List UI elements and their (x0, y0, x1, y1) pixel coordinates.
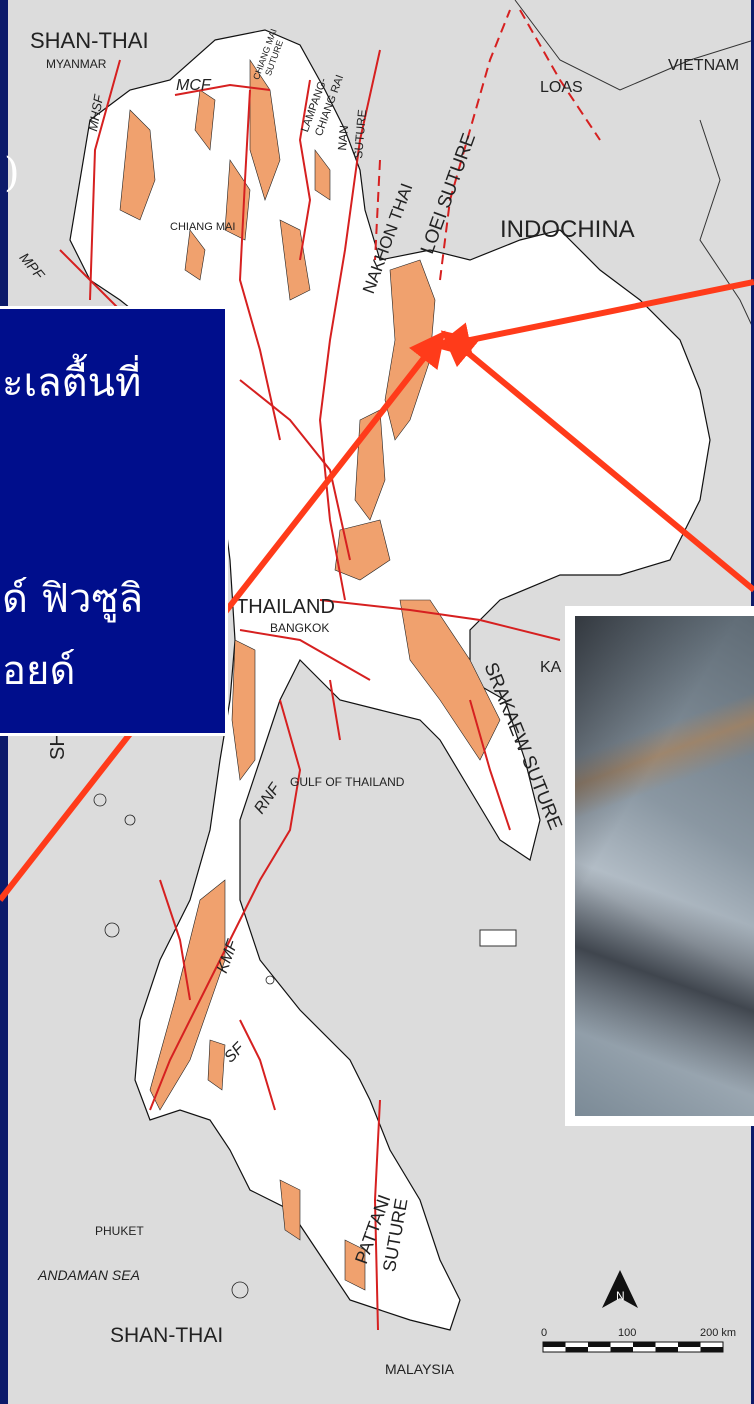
label-thailand: THAILAND (236, 596, 335, 618)
thai-text-line-1: ะเลตื้นที่ (2, 360, 142, 406)
scale-bar (542, 1341, 724, 1353)
label-myanmar: MYANMAR (46, 57, 107, 71)
label-vietnam: VIETNAM (668, 57, 740, 74)
fossil-photo-image (575, 616, 754, 1116)
thai-description-box: ะเลตื้นที่ ด์ ฟิวซูลิ อยด์ (0, 306, 228, 736)
border-laos-vietnam (514, 0, 754, 91)
label-gulf-of-thailand: GULF OF THAILAND (290, 775, 405, 789)
label-ka: KA (540, 659, 562, 676)
label-indochina: INDOCHINA (500, 216, 635, 243)
text-fragment: ) (4, 150, 20, 196)
label-bangkok: BANGKOK (270, 621, 330, 635)
fault-lines (59, 9, 601, 1331)
north-arrow-letter: N (616, 1289, 625, 1303)
label-shan-thai-north: SHAN-THAI (30, 28, 149, 53)
arrow-from-right (434, 279, 754, 358)
thai-text-line-3: อยด์ (2, 648, 76, 694)
scale-label-end: 200 km (700, 1327, 737, 1339)
border-vietnam (699, 119, 754, 331)
label-shan-thai-south: SHAN-THAI (110, 1324, 224, 1347)
label-malaysia: MALAYSIA (385, 1361, 454, 1377)
label-chiang-mai: CHIANG MAI (170, 221, 236, 233)
islands (93, 793, 275, 1299)
thai-text-line-2: ด์ ฟิวซูลิ (2, 576, 144, 622)
inset-box (479, 929, 517, 947)
scale-label-zero: 0 (541, 1327, 548, 1339)
thailand-landmass (69, 29, 711, 1331)
label-fault-mcf: MCF (176, 77, 211, 94)
label-laos: LOAS (540, 79, 583, 96)
scale-label-mid: 100 (618, 1327, 637, 1339)
label-phuket: PHUKET (95, 1224, 144, 1238)
label-andaman-sea: ANDAMAN SEA (38, 1267, 140, 1283)
fossil-photo (565, 606, 754, 1126)
arrow-from-photo (440, 330, 754, 593)
north-arrow-icon (602, 1270, 638, 1308)
